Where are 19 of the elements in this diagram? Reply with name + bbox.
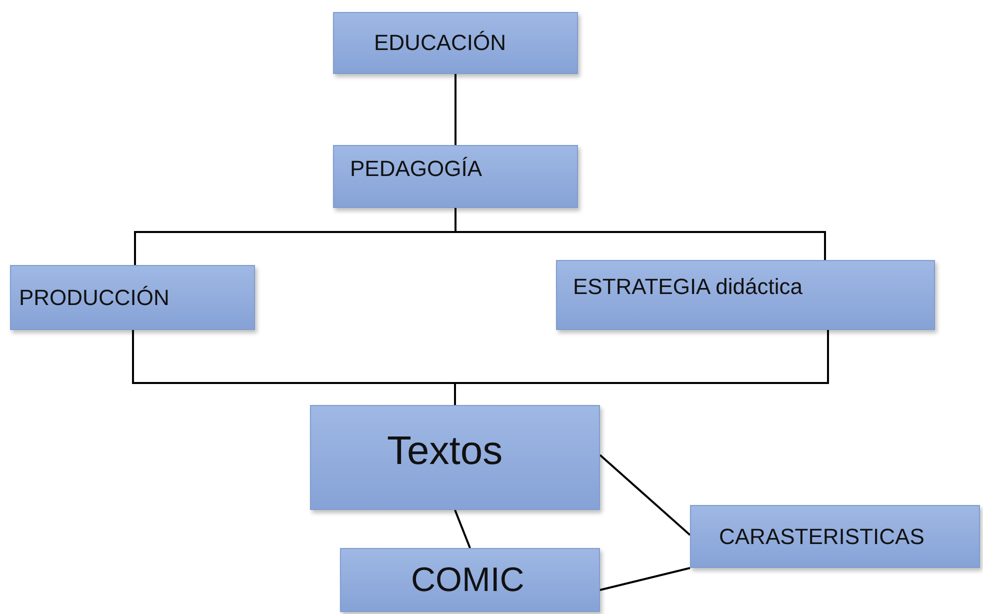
box-label: EDUCACIÓN	[374, 30, 506, 56]
concept-box	[340, 548, 600, 612]
concept-box	[333, 145, 578, 208]
box-label: ESTRATEGIA didáctica	[573, 274, 802, 300]
connector-line	[454, 74, 456, 145]
box-label: COMIC	[411, 560, 524, 600]
box-label: CARASTERISTICAS	[719, 524, 924, 550]
box-label: Textos	[387, 429, 503, 474]
concept-box	[690, 505, 980, 568]
concept-box	[556, 260, 935, 330]
connector-line	[600, 567, 690, 591]
box-label: PRODUCCIÓN	[19, 284, 170, 310]
connector-line	[454, 208, 826, 260]
concept-box	[10, 265, 255, 330]
connector-line	[454, 510, 471, 548]
concept-box	[333, 12, 578, 74]
box-label: PEDAGOGÍA	[350, 156, 482, 182]
concept-box	[310, 405, 600, 510]
connector-line	[599, 454, 691, 536]
